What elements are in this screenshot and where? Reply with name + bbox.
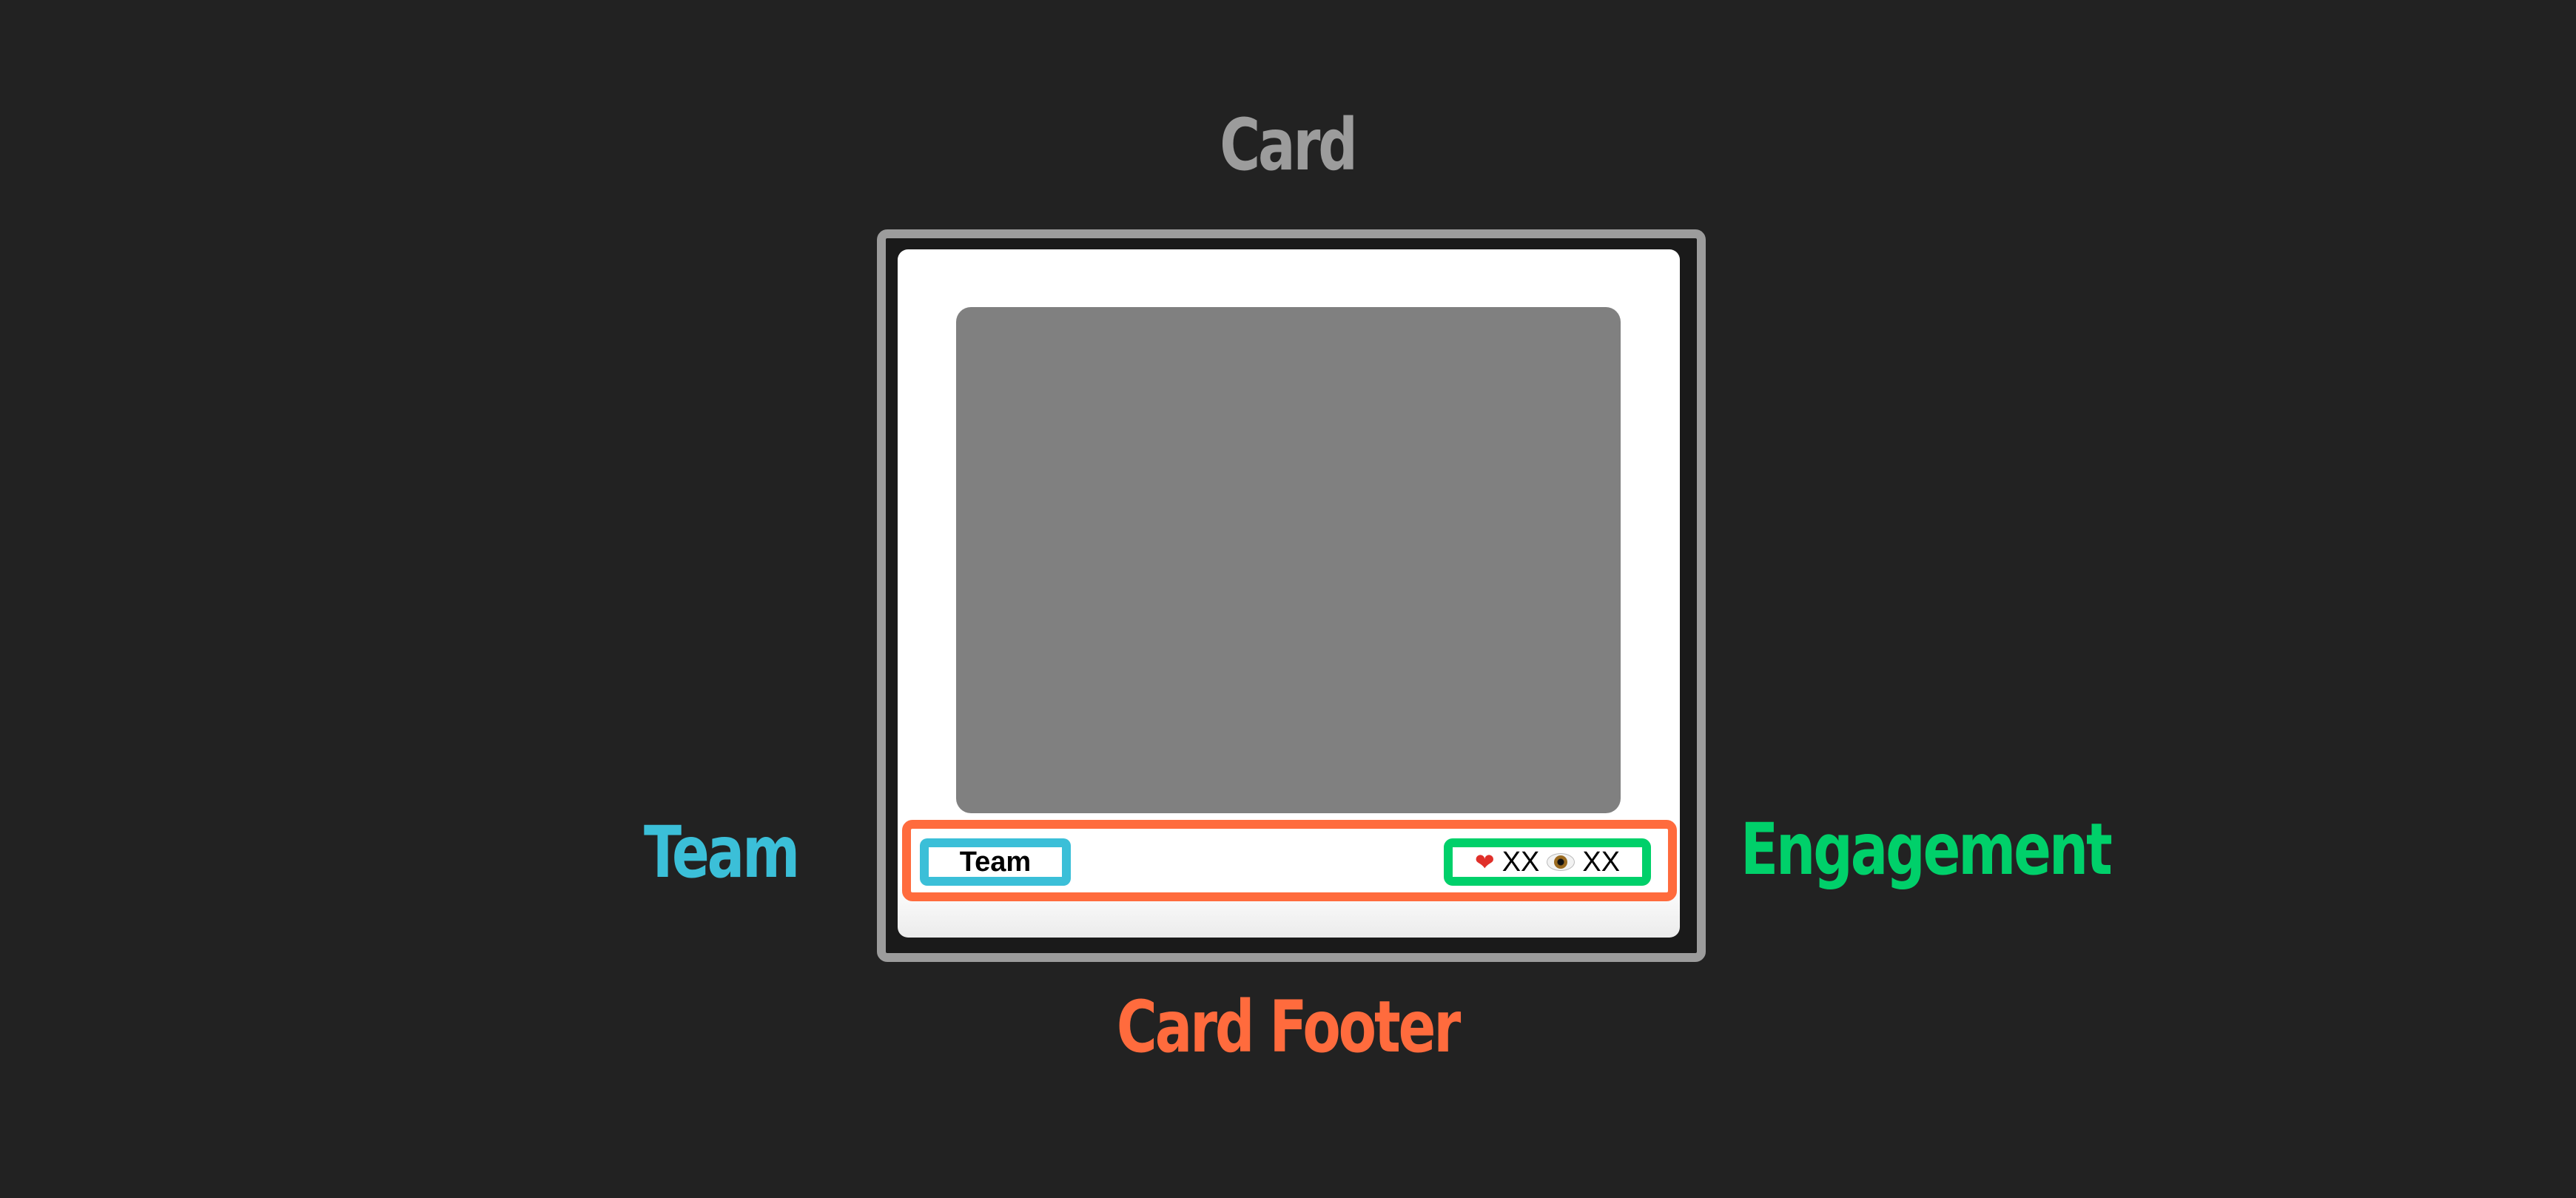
views-count: XX: [1582, 846, 1621, 878]
team-text: Team: [959, 846, 1032, 878]
team-badge: Team: [920, 838, 1071, 886]
likes-count: XX: [1501, 846, 1540, 878]
eye-icon: [1547, 853, 1575, 871]
engagement-label: Engagement: [1741, 808, 2113, 891]
card-footer-label: Card Footer: [1116, 986, 1461, 1069]
heart-icon: ❤: [1474, 849, 1495, 875]
card-image-placeholder: [956, 307, 1621, 813]
card-label: Card: [1220, 104, 1358, 186]
team-label: Team: [644, 811, 800, 894]
engagement-stats: ❤ XX XX: [1444, 838, 1651, 886]
